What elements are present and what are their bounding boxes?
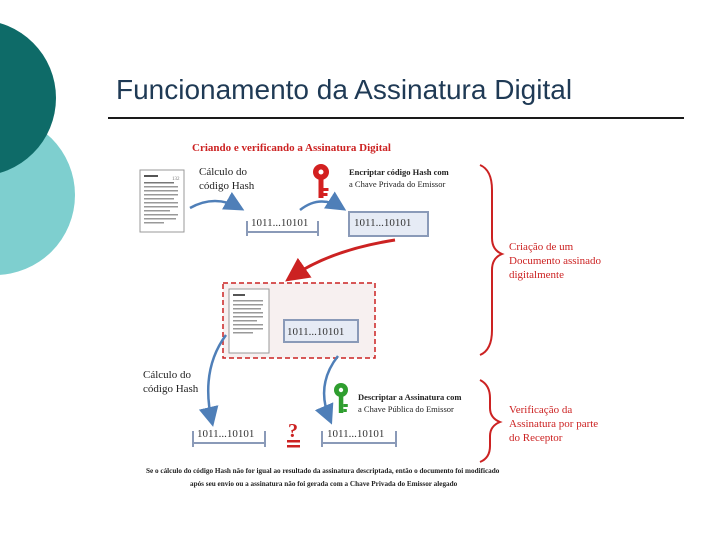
calc-hash-top-line1: Cálculo do — [199, 166, 247, 178]
creation-line1: Criação de um — [509, 241, 574, 253]
encrypt-line2: a Chave Privada do Emissor — [349, 179, 445, 189]
compare-bar-bottom — [287, 445, 300, 448]
compare-bar-top — [287, 440, 300, 443]
brace-creation — [479, 164, 505, 356]
public-key-icon — [334, 383, 348, 413]
hash-plain-top: 1011...10101 — [246, 217, 319, 236]
verify-line2: Assinatura por parte — [509, 418, 598, 430]
compare-symbol: ? — [288, 420, 298, 442]
creation-line2: Documento assinado — [509, 255, 601, 267]
title-underline — [108, 117, 684, 119]
arrow-to-signed-document — [285, 238, 396, 282]
diagram-heading: Criando e verificando a Assinatura Digit… — [192, 142, 391, 154]
hash-bottom-right-text: 1011...10101 — [327, 428, 384, 440]
hash-plain-top-text: 1011...10101 — [251, 217, 308, 229]
arrow-doc-to-hash — [189, 191, 245, 211]
hash-bottom-left-text: 1011...10101 — [197, 428, 254, 440]
slide-title: Funcionamento da Assinatura Digital — [116, 74, 573, 105]
document-icon-signed — [228, 288, 270, 354]
slide-decoration — [0, 23, 75, 275]
decoration-dark-circle — [0, 23, 56, 173]
footer-line2: após seu envio ou a assinatura não foi g… — [190, 480, 458, 488]
footer-line1: Se o cálculo do código Hash não for igua… — [146, 467, 500, 475]
verify-line3: do Receptor — [509, 432, 563, 444]
hash-signed-document: 1011...10101 — [283, 319, 359, 343]
verify-line1: Verificação da — [509, 404, 572, 416]
calc-hash-top-line2: código Hash — [199, 180, 255, 192]
calc-hash-bottom-line2: código Hash — [143, 383, 199, 395]
hash-bottom-left: 1011...10101 — [192, 428, 266, 447]
brace-verification — [479, 379, 503, 463]
arrow-hash-to-encrypted — [299, 191, 347, 211]
arrow-signature-to-decrypt — [314, 355, 339, 425]
arrow-doc-to-hash-bottom — [198, 334, 228, 427]
hash-signed-document-text: 1011...10101 — [287, 326, 344, 338]
private-key-icon — [313, 164, 329, 198]
calc-hash-bottom-line1: Cálculo do — [143, 369, 191, 381]
decrypt-line1: Descriptar a Assinatura com — [358, 392, 462, 402]
hash-bottom-right: 1011...10101 — [321, 428, 397, 447]
document-icon-top: 132 — [139, 169, 185, 233]
hash-encrypted-top-text: 1011...10101 — [354, 217, 411, 229]
decrypt-line2: a Chave Pública do Emissor — [358, 404, 454, 414]
encrypt-line1: Encriptar código Hash com — [349, 167, 449, 177]
document-number: 132 — [172, 177, 180, 182]
hash-encrypted-top: 1011...10101 — [348, 211, 429, 237]
creation-line3: digitalmente — [509, 269, 564, 281]
